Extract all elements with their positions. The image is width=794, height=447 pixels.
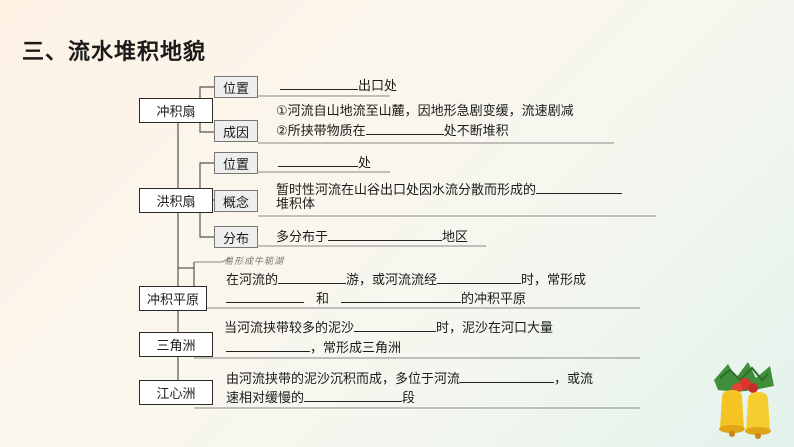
blank[interactable] [278, 153, 358, 167]
blank[interactable] [278, 270, 347, 284]
label-alluvial-fan-location: 位置 [214, 76, 258, 98]
label-flood-fan-location: 位置 [214, 152, 258, 174]
text-alluvial-plain-1: 在河流的游，或河流流经时，常形成 [226, 270, 586, 290]
text-flood-fan-concept-2: 堆积体 [276, 197, 316, 212]
blank[interactable] [226, 338, 310, 352]
node-flood-fan: 洪积扇 [139, 188, 213, 213]
label-flood-fan-concept: 概念 [214, 190, 258, 212]
blank[interactable] [328, 227, 443, 241]
node-delta: 三角洲 [139, 332, 213, 357]
text-alluvial-fan-cause-1: ①河流自山地流至山麓，因地形急剧变缓，流速剧减 [276, 104, 574, 119]
blank[interactable] [280, 76, 358, 90]
text-alluvial-plain-2: 和的冲积平原 [226, 289, 526, 309]
blank[interactable] [341, 289, 462, 303]
node-alluvial-fan: 冲积扇 [139, 98, 213, 123]
blank[interactable] [437, 270, 522, 284]
blank[interactable] [304, 388, 403, 402]
blank[interactable] [226, 289, 304, 303]
label-flood-fan-distribution: 分布 [214, 226, 258, 248]
text-flood-fan-location: 处 [278, 153, 371, 173]
text-alluvial-fan-location: 出口处 [280, 76, 397, 96]
page-title: 三、流水堆积地貌 [22, 40, 207, 65]
node-river-island: 江心洲 [139, 380, 213, 405]
blank[interactable] [354, 318, 437, 332]
text-river-island-2: 速相对缓慢的段 [226, 388, 415, 408]
text-flood-fan-distribution: 多分布于地区 [276, 227, 468, 247]
bells-icon [714, 362, 774, 439]
blank[interactable] [536, 180, 623, 194]
text-delta-1: 当河流挟带较多的泥沙时，泥沙在河口大量 [224, 318, 553, 338]
text-river-island-1: 由河流挟带的泥沙沉积而成，多位于河流，或流 [226, 369, 593, 389]
text-delta-2: ，常形成三角洲 [226, 338, 401, 358]
annotation-oxbow-lake: 易形成牛轭湖 [224, 257, 285, 267]
blank[interactable] [365, 121, 444, 135]
text-flood-fan-concept-1: 暂时性河流在山谷出口处因水流分散而形成的 [276, 180, 623, 200]
text-alluvial-fan-cause-2: ②所挟带物质在处不断堆积 [276, 121, 509, 141]
label-alluvial-fan-cause: 成因 [214, 120, 258, 142]
node-alluvial-plain: 冲积平原 [139, 286, 207, 311]
blank[interactable] [460, 369, 555, 383]
